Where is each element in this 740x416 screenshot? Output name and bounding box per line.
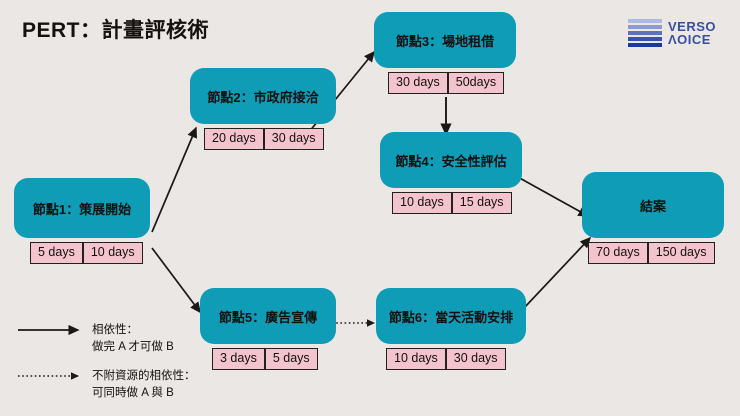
logo-bar-4 <box>628 37 662 41</box>
logo-bars-icon <box>628 19 662 47</box>
node-1-day-pessimistic: 10 days <box>82 242 143 264</box>
node-final-days: 70 days 150 days <box>588 242 715 264</box>
node-5-day-optimistic: 3 days <box>212 348 265 370</box>
node-2-label: 節點2：市政府接洽 <box>207 89 319 105</box>
node-3-box[interactable]: 節點3：場地租借 <box>374 12 516 68</box>
legend-dependency: 相依性： 做完 A 才可做 B <box>16 322 174 357</box>
node-4-day-optimistic: 10 days <box>392 192 452 214</box>
node-4-days: 10 days 15 days <box>392 192 512 214</box>
node-1[interactable]: 節點1：策展開始 5 days 10 days <box>14 178 150 264</box>
legend-dependency-line1: 相依性： <box>92 324 138 336</box>
node-3-day-optimistic: 30 days <box>388 72 448 94</box>
logo-word-bottom: VOICE <box>668 32 711 47</box>
node-4-box[interactable]: 節點4：安全性評估 <box>380 132 522 188</box>
node-5-box[interactable]: 節點5：廣告宣傳 <box>200 288 336 344</box>
edge-node6-end <box>523 236 592 309</box>
node-6[interactable]: 節點6：當天活動安排 10 days 30 days <box>376 288 526 370</box>
logo-bar-3 <box>628 31 662 35</box>
node-final-day-optimistic: 70 days <box>588 242 648 264</box>
node-1-label: 節點1：策展開始 <box>32 201 132 217</box>
brand-logo: VERSO VOICE <box>628 14 728 52</box>
legend-dependency-line2: 做完 A 才可做 B <box>92 341 174 354</box>
node-2-days: 20 days 30 days <box>204 128 324 150</box>
node-3-label: 節點3：場地租借 <box>395 33 495 49</box>
node-final[interactable]: 結案 70 days 150 days <box>582 172 724 264</box>
node-1-box[interactable]: 節點1：策展開始 <box>14 178 150 238</box>
logo-bar-1 <box>628 19 662 23</box>
legend-free-dependency-line1: 不附資源的相依性： <box>92 370 196 382</box>
node-final-label: 結案 <box>639 198 666 214</box>
legend-free-dependency: 不附資源的相依性： 可同時做 A 與 B <box>16 368 196 403</box>
logo-wordmark: VERSO VOICE <box>668 19 717 47</box>
legend-solid-arrow-spacer <box>16 326 82 340</box>
node-2-day-optimistic: 20 days <box>204 128 264 150</box>
node-final-box[interactable]: 結案 <box>582 172 724 238</box>
node-6-box[interactable]: 節點6：當天活動安排 <box>376 288 526 344</box>
node-2-box[interactable]: 節點2：市政府接洽 <box>190 68 336 124</box>
node-5-label: 節點5：廣告宣傳 <box>218 309 318 325</box>
legend-free-dependency-text: 不附資源的相依性： 可同時做 A 與 B <box>92 368 196 403</box>
node-5-days: 3 days 5 days <box>212 348 318 370</box>
node-3[interactable]: 節點3：場地租借 30 days 50days <box>374 12 516 94</box>
edge-node4-end <box>515 175 590 217</box>
node-6-label: 節點6：當天活動安排 <box>388 309 514 325</box>
logo-word-top: VERSO <box>668 19 717 34</box>
node-1-day-optimistic: 5 days <box>30 242 83 264</box>
node-3-day-pessimistic: 50days <box>447 72 505 94</box>
node-4[interactable]: 節點4：安全性評估 10 days 15 days <box>380 132 522 214</box>
logo-bar-2 <box>628 25 662 29</box>
node-final-day-pessimistic: 150 days <box>647 242 715 264</box>
legend-dependency-text: 相依性： 做完 A 才可做 B <box>92 322 174 357</box>
logo-bar-5 <box>628 43 662 47</box>
legend-free-dependency-line2: 可同時做 A 與 B <box>92 387 174 400</box>
node-5-day-pessimistic: 5 days <box>264 348 318 370</box>
node-2[interactable]: 節點2：市政府接洽 20 days 30 days <box>190 68 336 150</box>
legend-dotted-arrow-spacer <box>16 372 82 386</box>
node-6-day-pessimistic: 30 days <box>445 348 506 370</box>
edge-node1-node5 <box>151 247 201 314</box>
node-4-day-pessimistic: 15 days <box>451 192 512 214</box>
node-5[interactable]: 節點5：廣告宣傳 3 days 5 days <box>200 288 336 370</box>
node-6-days: 10 days 30 days <box>386 348 506 370</box>
node-3-days: 30 days 50days <box>388 72 505 94</box>
node-2-day-pessimistic: 30 days <box>263 128 324 150</box>
node-6-day-optimistic: 10 days <box>386 348 446 370</box>
node-4-label: 節點4：安全性評估 <box>395 153 507 169</box>
node-1-days: 5 days 10 days <box>30 242 143 264</box>
page-title: PERT：計畫評核術 <box>22 19 210 42</box>
